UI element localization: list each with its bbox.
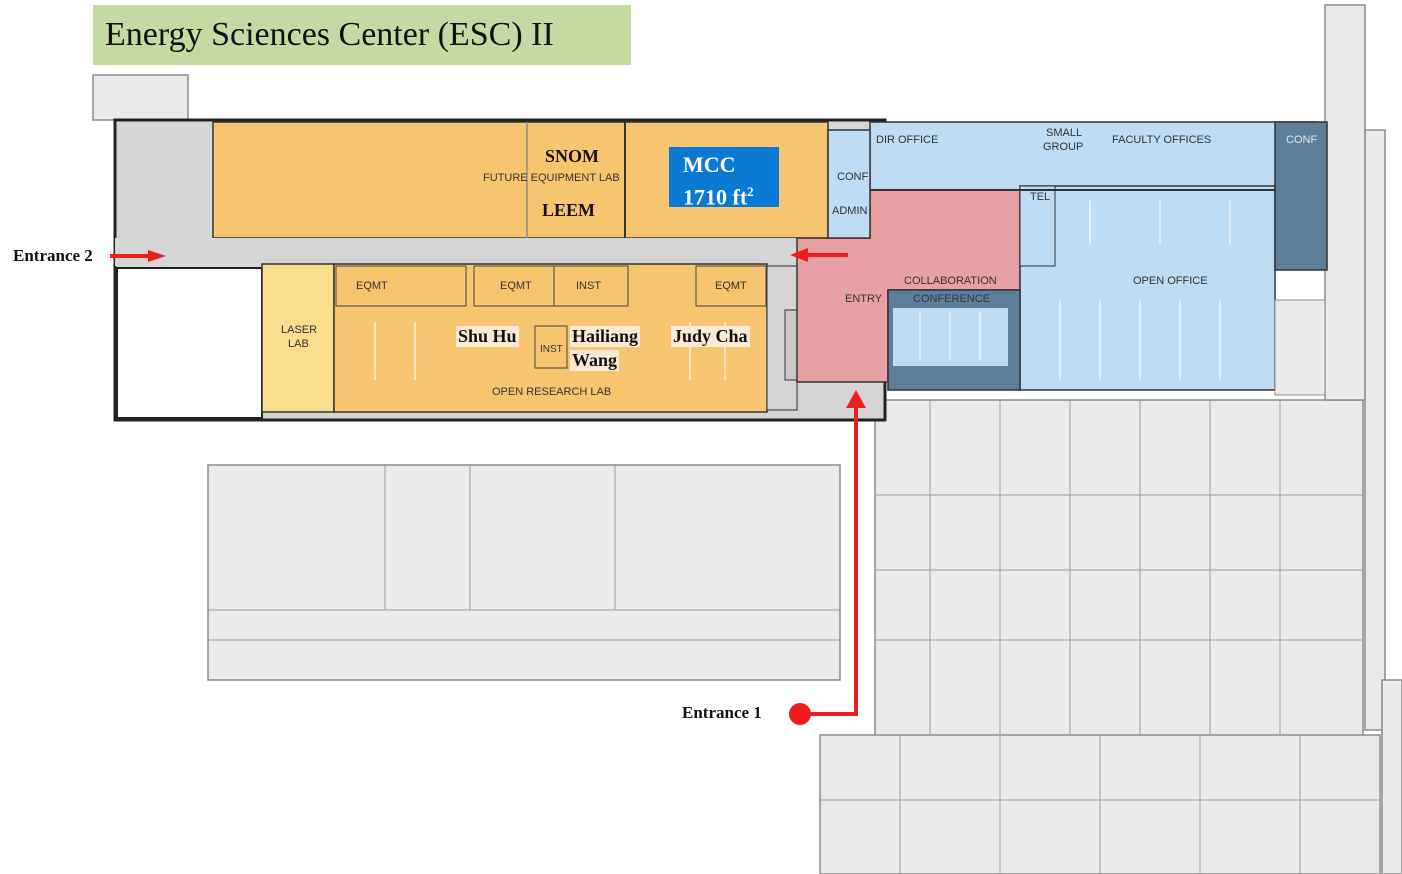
- hailiang-wang-label-line1: Hailiang: [570, 326, 641, 347]
- mcc-area-exponent: 2: [747, 184, 754, 199]
- map-title: Energy Sciences Center (ESC) II: [93, 5, 631, 65]
- route: [110, 248, 866, 716]
- entry-arrowhead: [790, 248, 808, 262]
- esc-building: [113, 118, 1328, 422]
- surrounding-walls: [208, 400, 1380, 874]
- room-inst-1: INST: [576, 280, 602, 292]
- room-entry: ENTRY: [845, 293, 883, 305]
- room-laser-lab-line2: LAB: [288, 338, 309, 350]
- shu-hu-label: Shu Hu: [456, 326, 519, 347]
- judy-cha-label: Judy Cha: [671, 326, 750, 347]
- entrance-2-label: Entrance 2: [13, 246, 93, 265]
- entrance-1-route: [803, 405, 858, 716]
- entrance-1-marker: [789, 703, 811, 725]
- mcc-room-highlight: MCC 1710 ft2: [669, 147, 779, 210]
- room-open-office: OPEN OFFICE: [1133, 275, 1208, 287]
- room-eqmt-1: EQMT: [356, 280, 388, 292]
- room-laser-lab-line1: LASER: [281, 324, 318, 336]
- room-conf-2: CONF: [1286, 134, 1318, 146]
- entrance-1-arrowhead: [846, 390, 866, 408]
- room-inst-2: INST: [540, 344, 563, 355]
- room-small-group-line2: GROUP: [1043, 141, 1084, 153]
- mcc-area-value: 1710 ft: [683, 184, 748, 210]
- room-open-research-lab: OPEN RESEARCH LAB: [492, 386, 612, 398]
- furniture: [374, 200, 1231, 380]
- room-eqmt-2: EQMT: [500, 280, 532, 292]
- mcc-area: 1710 ft2: [683, 178, 779, 210]
- room-collaboration: COLLABORATION: [904, 275, 997, 287]
- snom-label: SNOM: [545, 146, 599, 166]
- room-eqmt-3: EQMT: [715, 280, 747, 292]
- room-dir-office: DIR OFFICE: [876, 134, 939, 146]
- room-conference: CONFERENCE: [913, 293, 991, 305]
- entrance-1-label: Entrance 1: [682, 703, 762, 722]
- room-tel: TEL: [1030, 191, 1051, 203]
- room-small-group-line1: SMALL: [1046, 127, 1083, 139]
- room-faculty-offices: FACULTY OFFICES: [1112, 134, 1212, 146]
- leem-label: LEEM: [542, 200, 596, 220]
- entrance-2-arrowhead: [148, 250, 166, 262]
- room-admin: ADMIN: [832, 205, 868, 217]
- mcc-name: MCC: [683, 152, 736, 177]
- room-future-equipment-lab: FUTURE EQUIPMENT LAB: [483, 172, 620, 184]
- hailiang-wang-label-line2: Wang: [570, 350, 620, 371]
- room-conf-1: CONF: [837, 171, 869, 183]
